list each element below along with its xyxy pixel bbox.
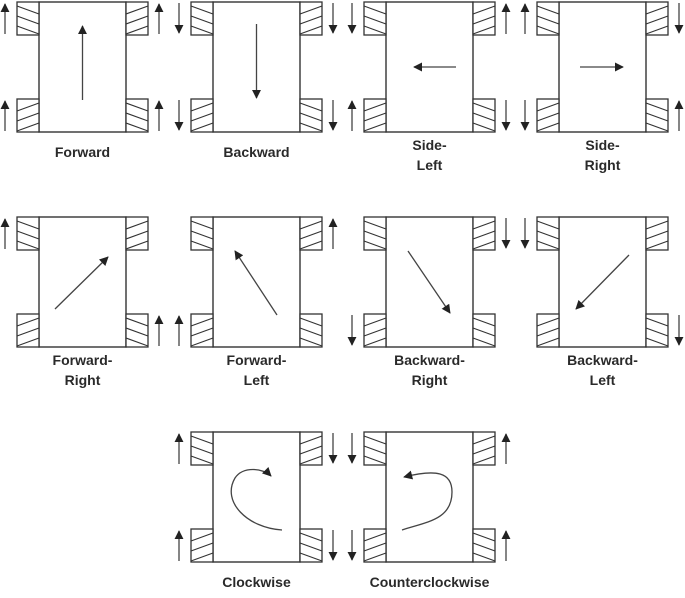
wheel-rr [645, 313, 684, 348]
unit-label: Counterclockwise [370, 574, 490, 590]
wheel-fl [0, 1, 40, 36]
wheel-rr [472, 528, 511, 563]
motion-down-right-arrow-icon [407, 250, 451, 314]
wheel-fr [299, 216, 338, 251]
wheel-rl [174, 98, 214, 133]
wheel-rl [16, 313, 40, 348]
unit-label: Forward [55, 144, 110, 160]
wheel-rr [125, 98, 164, 133]
robot-unit-forward: Forward [0, 1, 164, 160]
unit-label: Right [585, 157, 621, 173]
wheel-rl [347, 98, 387, 133]
wheel-fl [190, 216, 214, 251]
unit-label: Backward- [394, 352, 465, 368]
wheel-fl [174, 1, 214, 36]
wheel-fl [520, 1, 560, 36]
wheel-rr [299, 528, 338, 563]
robot-unit-side-right: Side- Right [520, 1, 684, 173]
wheel-rl [174, 528, 214, 563]
wheel-rl [536, 313, 560, 348]
wheel-fl [347, 431, 387, 466]
robot-body [212, 431, 301, 563]
wheel-fr [125, 1, 164, 36]
wheel-rr [472, 98, 511, 133]
unit-label: Backward- [567, 352, 638, 368]
unit-label: Left [417, 157, 443, 173]
robot-unit-counterclockwise: Counterclockwise [347, 431, 511, 590]
robot-body [212, 216, 301, 348]
wheel-fl [520, 216, 560, 251]
wheel-fl [0, 216, 40, 251]
unit-label: Backward [223, 144, 289, 160]
wheel-fr [645, 216, 669, 251]
unit-label: Clockwise [222, 574, 291, 590]
wheel-rr [125, 313, 164, 348]
unit-label: Right [412, 372, 448, 388]
wheel-fr [472, 216, 511, 251]
wheel-rl [174, 313, 214, 348]
motion-down-left-arrow-icon [575, 254, 630, 310]
wheel-rr [299, 313, 323, 348]
wheel-fr [299, 431, 338, 466]
robot-unit-backward: Backward [174, 1, 338, 160]
unit-label: Forward- [227, 352, 287, 368]
wheel-fr [472, 431, 511, 466]
motion-up-right-arrow-icon [54, 256, 109, 310]
unit-label: Forward- [53, 352, 113, 368]
unit-label: Left [590, 372, 616, 388]
wheel-fl [363, 216, 387, 251]
wheel-rr [645, 98, 684, 133]
robot-unit-side-left: Side- Left [347, 1, 511, 173]
motion-cw-arrow-icon [230, 466, 283, 531]
wheel-rl [347, 528, 387, 563]
motion-ccw-arrow-icon [401, 470, 453, 531]
robot-unit-clockwise: Clockwise [174, 431, 338, 590]
wheel-rl [520, 98, 560, 133]
unit-label: Side- [412, 137, 447, 153]
robot-body [385, 216, 474, 348]
motion-up-left-arrow-icon [234, 250, 278, 316]
unit-label: Right [65, 372, 101, 388]
robot-body [385, 431, 474, 563]
wheel-fr [645, 1, 684, 36]
wheel-fr [125, 216, 149, 251]
wheel-rl [347, 313, 387, 348]
robot-unit-backward-left: Backward- Left [520, 216, 684, 388]
wheel-rr [299, 98, 338, 133]
wheel-fl [347, 1, 387, 36]
unit-label: Side- [585, 137, 620, 153]
wheel-rr [472, 313, 496, 348]
robot-unit-backward-right: Backward- Right [347, 216, 511, 388]
robot-unit-forward-right: Forward- Right [0, 216, 164, 388]
wheel-fr [299, 1, 338, 36]
wheel-fr [472, 1, 511, 36]
unit-label: Left [244, 372, 270, 388]
wheel-fl [174, 431, 214, 466]
wheel-rl [0, 98, 40, 133]
robot-unit-forward-left: Forward- Left [174, 216, 338, 388]
